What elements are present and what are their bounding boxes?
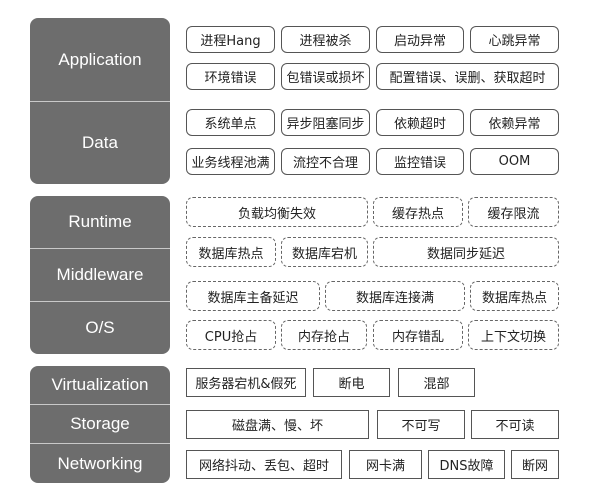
fault-network-jitter: 网络抖动、丢包、超时 [186, 450, 342, 479]
layer-application: Application [58, 49, 142, 69]
fault-data-sync-delay: 数据同步延迟 [373, 237, 559, 267]
fault-not-readable: 不可读 [471, 410, 559, 439]
fault-db-hotspot: 数据库热点 [186, 237, 276, 267]
fault-config-error: 配置错误、误删、获取超时 [376, 63, 559, 90]
fault-dependency-error: 依赖异常 [470, 109, 559, 136]
fault-flow-control: 流控不合理 [281, 148, 370, 175]
fault-context-switch: 上下文切换 [468, 320, 559, 350]
fault-cache-throttle: 缓存限流 [468, 197, 559, 227]
fault-db-replica-delay: 数据库主备延迟 [186, 281, 320, 311]
fault-cache-hotspot: 缓存热点 [373, 197, 463, 227]
fault-not-writable: 不可写 [377, 410, 465, 439]
fault-nic-full: 网卡满 [349, 450, 422, 479]
fault-async-blocking: 异步阻塞同步 [281, 109, 370, 136]
fault-db-connections-full: 数据库连接满 [325, 281, 465, 311]
layer-divider [30, 248, 170, 249]
fault-colocation: 混部 [398, 368, 475, 397]
fault-package-error: 包错误或损坏 [281, 63, 370, 90]
fault-db-hotspot-2: 数据库热点 [470, 281, 559, 311]
fault-process-hang: 进程Hang [186, 26, 275, 53]
fault-disk-full: 磁盘满、慢、坏 [186, 410, 369, 439]
fault-single-point: 系统单点 [186, 109, 275, 136]
fault-dependency-timeout: 依赖超时 [376, 109, 464, 136]
fault-threadpool-full: 业务线程池满 [186, 148, 275, 175]
layer-divider [30, 443, 170, 444]
fault-monitoring-error: 监控错误 [376, 148, 464, 175]
fault-power-outage: 断电 [313, 368, 390, 397]
layer-networking: Networking [57, 453, 143, 473]
layer-divider [30, 404, 170, 405]
app-data-stack: Application Data [30, 18, 170, 184]
runtime-stack: Runtime Middleware O/S [30, 196, 170, 354]
fault-heartbeat-error: 心跳异常 [470, 26, 559, 53]
fault-server-down: 服务器宕机&假死 [186, 368, 306, 397]
layer-middleware: Middleware [56, 265, 144, 284]
layer-os: O/S [85, 318, 115, 337]
layer-runtime: Runtime [68, 212, 132, 231]
layer-divider [30, 101, 170, 102]
fault-dns-failure: DNS故障 [428, 450, 505, 479]
fault-load-balancer: 负载均衡失效 [186, 197, 368, 227]
layer-data: Data [82, 133, 118, 152]
fault-cpu-contention: CPU抢占 [186, 320, 276, 350]
infra-stack: Virtualization Storage Networking [30, 366, 170, 483]
fault-startup-error: 启动异常 [376, 26, 464, 53]
layer-virtualization: Virtualization [51, 375, 149, 394]
fault-process-killed: 进程被杀 [281, 26, 370, 53]
fault-db-down: 数据库宕机 [281, 237, 368, 267]
fault-memory-corruption: 内存错乱 [373, 320, 463, 350]
layer-divider [30, 301, 170, 302]
fault-memory-contention: 内存抢占 [281, 320, 367, 350]
fault-oom: OOM [470, 148, 559, 175]
layer-storage: Storage [70, 414, 130, 433]
fault-env-error: 环境错误 [186, 63, 275, 90]
fault-network-down: 断网 [511, 450, 559, 479]
